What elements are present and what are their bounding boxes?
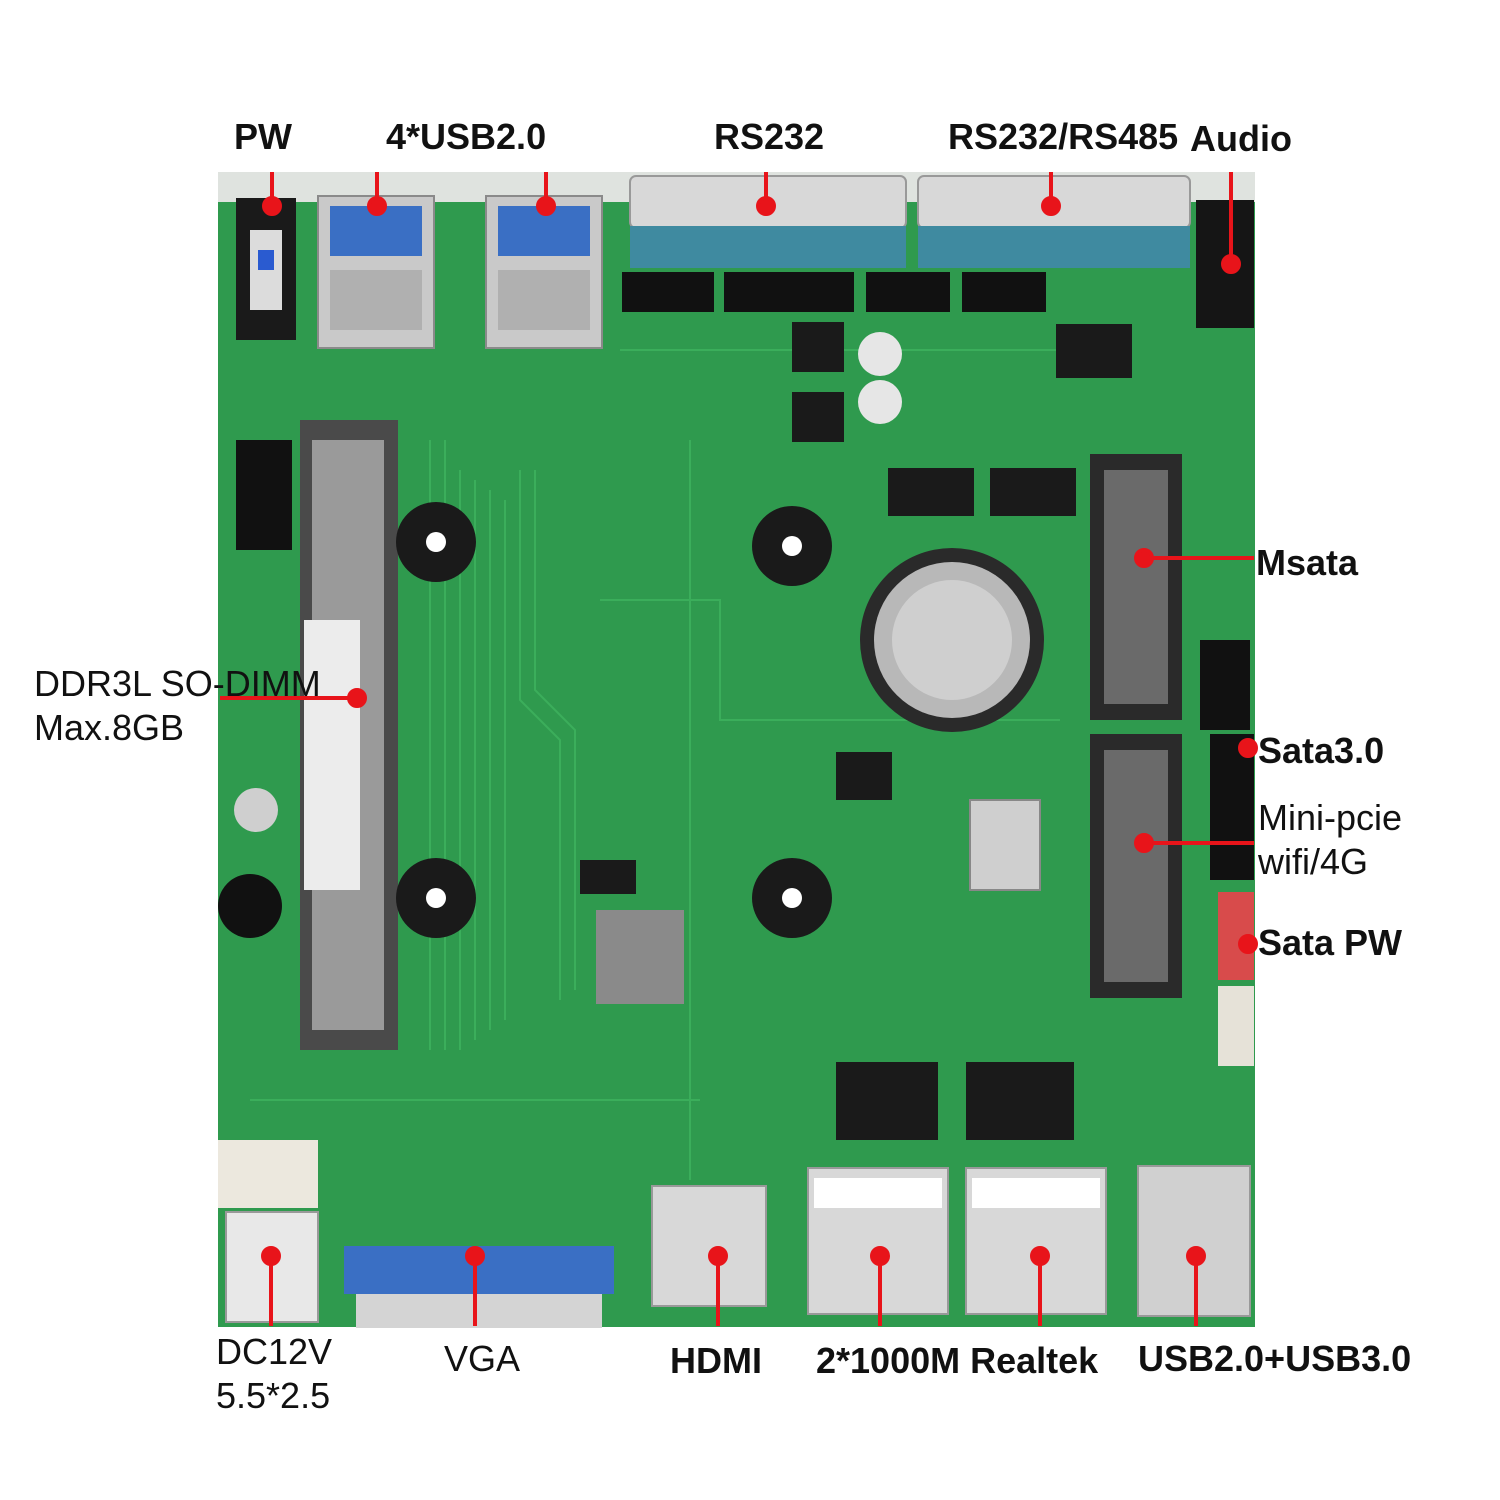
label-msata: Msata <box>1256 542 1359 583</box>
capacitor-3 <box>858 380 902 424</box>
expansion-slots <box>1090 454 1182 998</box>
sodimm-slot <box>300 420 398 1050</box>
label-ddr: DDR3L SO-DIMM Max.8GB <box>34 662 321 750</box>
callout-lines <box>220 172 1258 1326</box>
capacitor-2 <box>858 332 902 376</box>
label-usb-bottom: USB2.0+USB3.0 <box>1138 1338 1412 1379</box>
white-connector-right <box>1218 986 1254 1066</box>
label-vga: VGA <box>444 1338 521 1379</box>
label-minipcie: Mini-pcie wifi/4G <box>1258 796 1402 884</box>
chips <box>580 322 1132 1140</box>
label-pw: PW <box>234 116 292 157</box>
label-rs232: RS232 <box>714 116 825 157</box>
cr2032-battery <box>860 548 1044 732</box>
buzzer <box>218 874 282 938</box>
label-usb-top: 4*USB2.0 <box>386 116 547 157</box>
pin-headers <box>236 272 1250 730</box>
label-ddr-line2: Max.8GB <box>34 707 185 748</box>
label-hdmi: HDMI <box>670 1340 762 1381</box>
label-audio: Audio <box>1190 118 1292 159</box>
label-dc-line1: DC12V <box>216 1331 333 1372</box>
label-ddr-line1: DDR3L SO-DIMM <box>34 663 321 704</box>
bottom-io <box>218 1140 1251 1328</box>
label-dc: DC12V 5.5*2.5 <box>216 1330 332 1418</box>
label-lan: 2*1000M Realtek <box>816 1340 1099 1381</box>
usb-top-ports <box>317 195 603 349</box>
label-minipcie-line2: wifi/4G <box>1258 841 1369 882</box>
label-sata3: Sata3.0 <box>1258 730 1385 771</box>
label-sata-pw: Sata PW <box>1258 922 1403 963</box>
power-header <box>236 198 296 340</box>
label-rs232-rs485: RS232/RS485 <box>948 116 1179 157</box>
label-dc-line2: 5.5*2.5 <box>216 1375 331 1416</box>
sata-connector <box>1210 734 1254 880</box>
label-minipcie-line1: Mini-pcie <box>1258 797 1403 838</box>
capacitor <box>234 788 278 832</box>
sim-slot <box>969 799 1041 891</box>
pcb-traces <box>250 349 1080 1180</box>
